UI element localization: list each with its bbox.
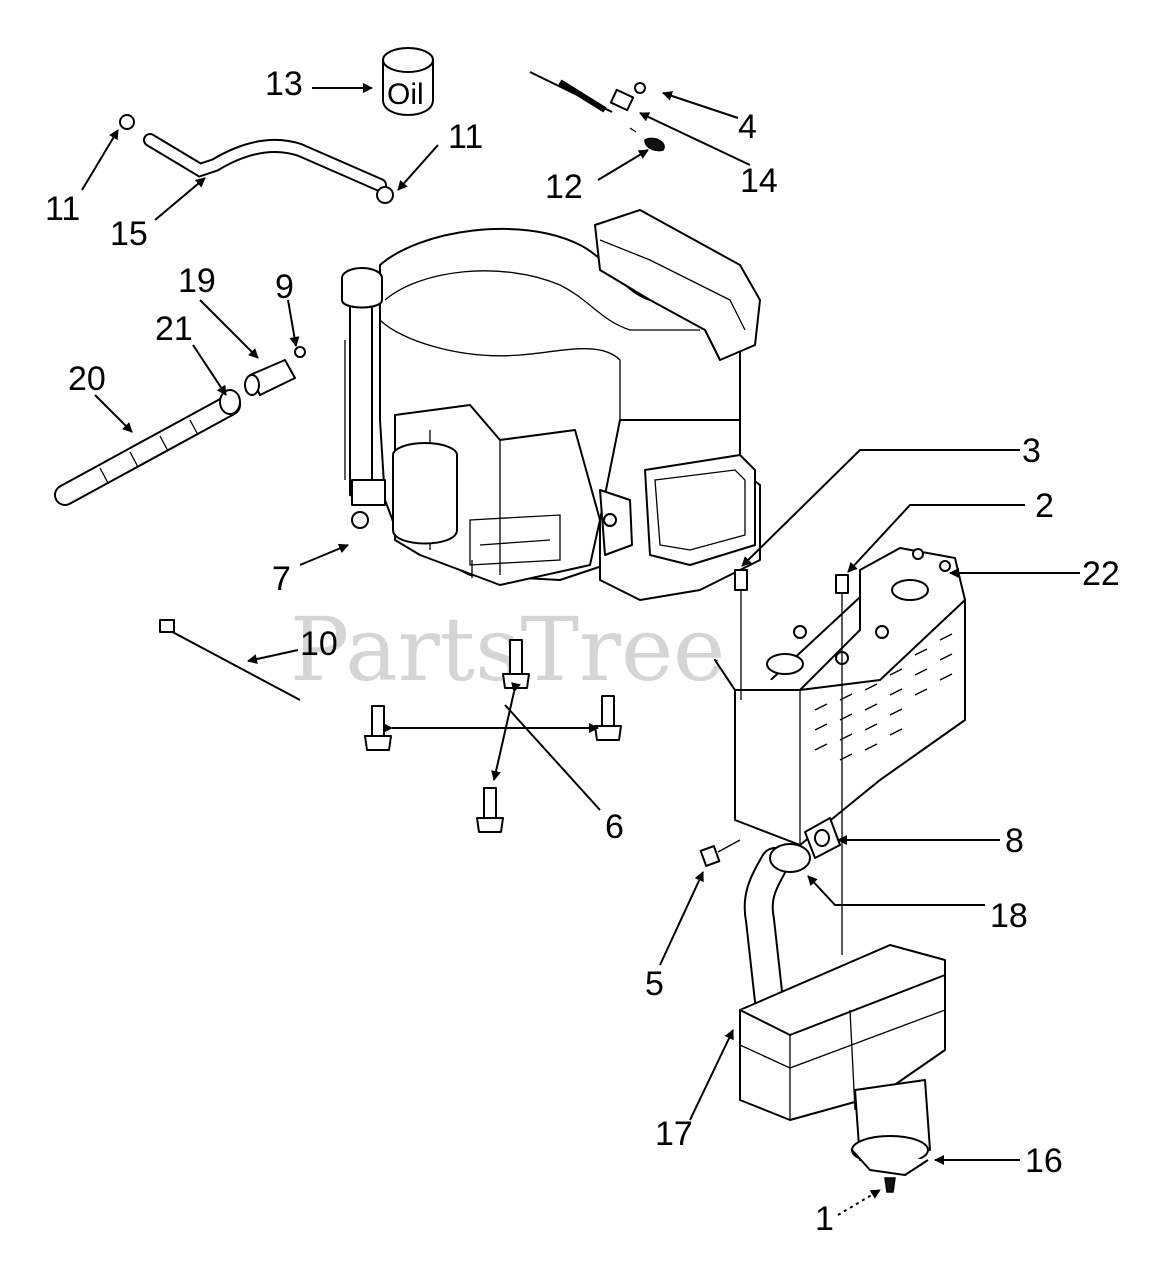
callout-1: 1 xyxy=(815,1200,834,1238)
callout-15: 15 xyxy=(110,215,148,253)
oil-bottle: Oil xyxy=(382,47,434,116)
callout-12: 12 xyxy=(545,168,583,206)
engine xyxy=(341,209,761,601)
callout-20: 20 xyxy=(68,360,106,398)
callout-2: 2 xyxy=(1035,487,1054,525)
callout-9: 9 xyxy=(275,268,294,306)
callout-11-right: 11 xyxy=(448,118,483,156)
callout-10: 10 xyxy=(300,625,338,663)
callout-19: 19 xyxy=(178,262,216,300)
muffler xyxy=(739,944,946,1121)
callout-5: 5 xyxy=(645,965,664,1003)
bolts xyxy=(364,639,622,833)
callout-7: 7 xyxy=(272,560,291,598)
callout-11-left: 11 xyxy=(45,190,80,228)
callout-17: 17 xyxy=(655,1115,693,1153)
callout-3: 3 xyxy=(1022,432,1041,470)
breather-hose xyxy=(119,114,394,204)
exhaust-pipe-assembly xyxy=(699,817,841,1025)
callout-16: 16 xyxy=(1025,1142,1063,1180)
callout-numbers: 13 11 11 15 4 14 12 19 9 21 20 7 10 3 2 … xyxy=(45,65,1120,1238)
throttle-linkage xyxy=(529,71,665,152)
deflector xyxy=(851,1079,931,1193)
callout-4: 4 xyxy=(738,108,757,146)
callout-21: 21 xyxy=(155,310,193,348)
callout-6: 6 xyxy=(605,808,624,846)
leader-lines xyxy=(81,83,1080,1216)
fuel-line xyxy=(54,346,306,506)
oil-label: Oil xyxy=(387,78,424,111)
heat-shield xyxy=(714,547,966,955)
callout-8: 8 xyxy=(1005,822,1024,860)
callout-18: 18 xyxy=(990,897,1028,935)
callout-22: 22 xyxy=(1082,555,1120,593)
cable-tie xyxy=(159,619,301,701)
callout-14: 14 xyxy=(740,162,778,200)
callout-13: 13 xyxy=(265,65,303,103)
